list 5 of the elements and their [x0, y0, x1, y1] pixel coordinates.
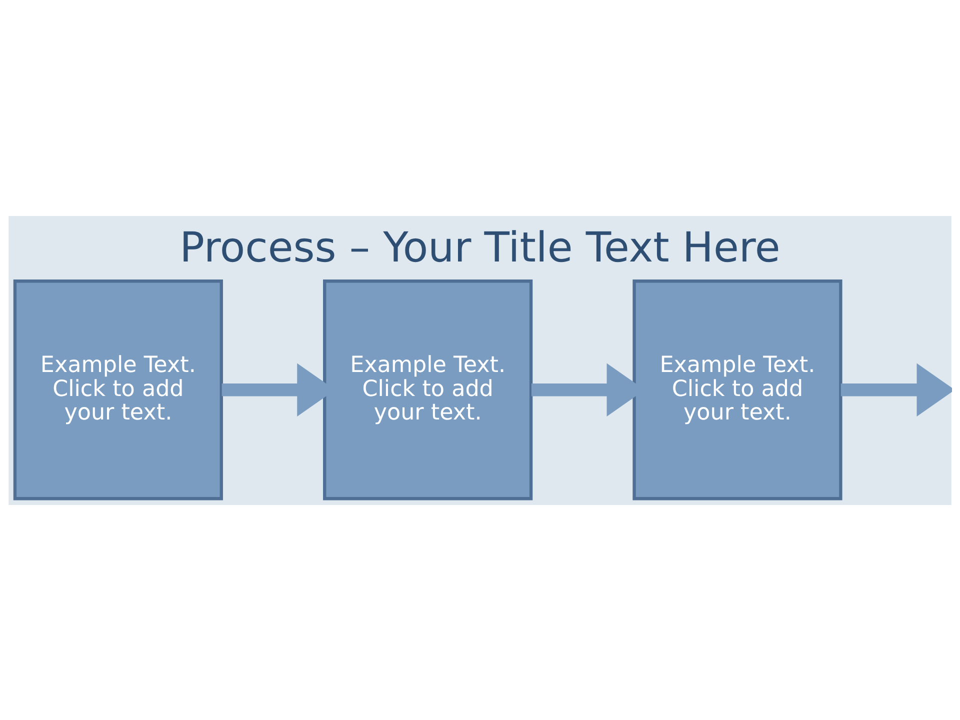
arrow: [840, 362, 952, 416]
node-box: Example Text. Click to add your text.: [13, 279, 223, 500]
node-box: Example Text. Click to add your text.: [323, 279, 533, 500]
node-box: Example Text. Click to add your text.: [632, 279, 842, 500]
diagram-title: Process – Your Title Text Here: [180, 223, 780, 272]
